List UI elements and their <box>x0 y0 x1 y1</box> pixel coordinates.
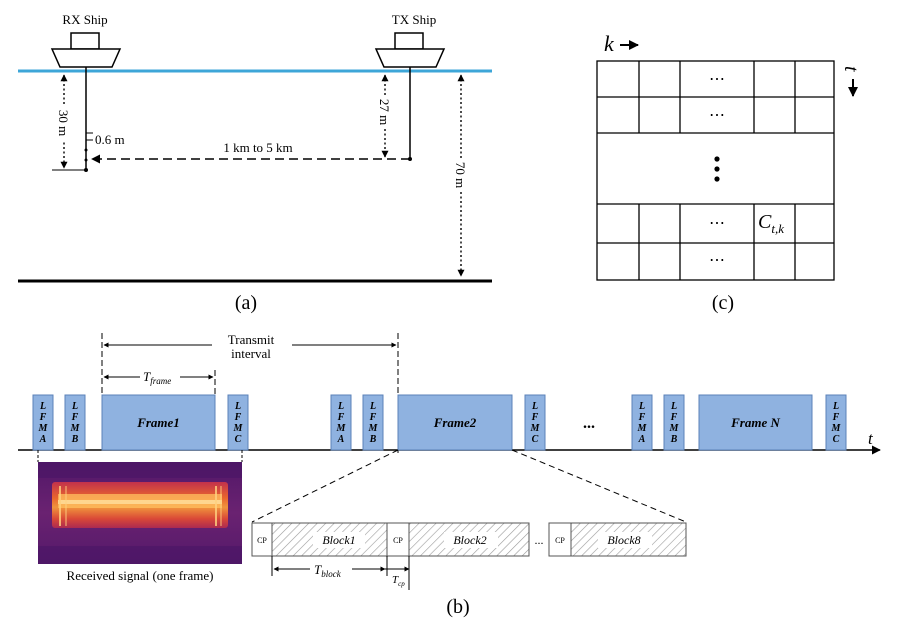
grid-dots-row2: ⋯ <box>709 107 725 124</box>
lfm-a-2-letter: A <box>337 434 345 445</box>
block1-label: Block1 <box>322 533 355 547</box>
grid-dots-row5: ⋯ <box>709 252 725 269</box>
lfm-a-1-letter: F <box>39 412 47 423</box>
grid-dots-row4: ⋯ <box>709 215 725 232</box>
rx-ship-icon <box>50 32 122 68</box>
rx-ship-label: RX Ship <box>62 12 107 27</box>
tx-depth-label: 27 m <box>377 99 392 125</box>
grid-matrix <box>596 60 835 281</box>
spectrogram-caption: Received signal (one frame) <box>67 568 214 583</box>
lfm-a-1-block <box>32 394 54 451</box>
frame-ellipsis: ... <box>583 415 595 432</box>
range-label: 1 km to 5 km <box>223 140 292 155</box>
lfm-c-2-letter: C <box>532 434 539 445</box>
cp-label-3: CP <box>555 536 565 545</box>
tx-ship-label: TX Ship <box>392 12 436 27</box>
frame-n-block-label: Frame N <box>730 415 780 430</box>
lfm-b-3-letter: L <box>670 401 677 412</box>
spacing-bracket <box>86 132 93 141</box>
lfm-c-1-letter: M <box>233 423 244 434</box>
lfm-a-2-letter: F <box>337 412 345 423</box>
block8-label: Block8 <box>607 533 640 547</box>
panel-c: k t ⋯ ⋯ ⋯ ⋯ <box>596 31 862 314</box>
lfm-b-3-letter: B <box>670 434 678 445</box>
panel-c-caption: (c) <box>712 292 734 314</box>
cp-label-2: CP <box>393 536 403 545</box>
lfm-b-3-letter: F <box>670 412 678 423</box>
lfm-a-1-letter: L <box>39 401 46 412</box>
panel-b-caption: (b) <box>446 596 469 618</box>
frame2-block-label: Frame2 <box>433 415 477 430</box>
panel-a: RX Ship 0.6 m 30 m 1 km to 5 km TX Ship … <box>18 12 492 314</box>
lfm-c-2-letter: L <box>531 401 538 412</box>
t-frame-label: Tframe <box>143 369 171 386</box>
lfm-a-2-block <box>330 394 352 451</box>
lfm-b-2-letter: F <box>369 412 377 423</box>
k-axis-label: k <box>604 31 615 56</box>
lfm-b-1-letter: L <box>71 401 78 412</box>
lfm-a-3-letter: M <box>637 423 648 434</box>
lfm-c-3-block <box>825 394 847 451</box>
tx-ship-icon <box>374 32 446 68</box>
lfm-c-2-block <box>524 394 546 451</box>
lfm-b-2-letter: B <box>369 434 377 445</box>
lfm-c-2-letter: M <box>530 423 541 434</box>
lfm-c-2-letter: F <box>531 412 539 423</box>
frame-n-block <box>698 394 813 451</box>
time-axis-label: t <box>868 429 874 448</box>
lfm-c-3-letter: F <box>832 412 840 423</box>
lfm-c-1-letter: L <box>234 401 241 412</box>
t-block-label: Tblock <box>314 562 342 579</box>
lfm-a-2-letter: M <box>336 423 347 434</box>
lfm-c-1-block <box>227 394 249 451</box>
t-axis-label-c: t <box>840 66 862 72</box>
panel-b: Transmit interval Tframe t LFMALFMBLFMCL… <box>18 332 881 618</box>
lfm-a-1-letter: A <box>39 434 47 445</box>
lfm-a-3-letter: F <box>638 412 646 423</box>
frame1-block-label: Frame1 <box>136 415 180 430</box>
lfm-b-2-letter: L <box>369 401 376 412</box>
lfm-a-1-letter: M <box>38 423 49 434</box>
lfm-b-1-letter: F <box>71 412 79 423</box>
spectrogram-image <box>38 462 242 564</box>
frame2-block <box>397 394 513 451</box>
cp-label-1: CP <box>257 536 267 545</box>
frame1-block <box>101 394 216 451</box>
lfm-c-3-letter: C <box>833 434 840 445</box>
lfm-b-2-block <box>362 394 384 451</box>
interval-label: interval <box>231 346 271 361</box>
lfm-b-3-letter: M <box>669 423 680 434</box>
lfm-b-2-letter: M <box>368 423 379 434</box>
lfm-b-1-letter: B <box>71 434 79 445</box>
grid-vdots <box>714 156 720 182</box>
rx-depth-label: 30 m <box>56 110 71 136</box>
water-depth-label: 70 m <box>453 162 468 188</box>
lfm-b-3-block <box>663 394 685 451</box>
signal-blocks: LFMALFMBLFMCLFMALFMBLFMCLFMALFMBLFMCFram… <box>32 394 847 451</box>
spacing-label: 0.6 m <box>95 132 125 147</box>
panel-a-caption: (a) <box>235 292 257 314</box>
lfm-a-3-block <box>631 394 653 451</box>
t-cp-label: Tcp <box>392 574 405 588</box>
lfm-a-2-letter: L <box>337 401 344 412</box>
transmit-label: Transmit <box>228 332 275 347</box>
grid-dots-row1: ⋯ <box>709 71 725 88</box>
block2-label: Block2 <box>453 533 486 547</box>
block-ellipsis: ... <box>535 533 544 547</box>
lfm-c-3-letter: M <box>831 423 842 434</box>
lfm-a-3-letter: A <box>638 434 646 445</box>
lfm-c-1-letter: C <box>235 434 242 445</box>
lfm-c-1-letter: F <box>234 412 242 423</box>
lfm-b-1-letter: M <box>70 423 81 434</box>
lfm-b-1-block <box>64 394 86 451</box>
lfm-a-3-letter: L <box>638 401 645 412</box>
lfm-c-3-letter: L <box>832 401 839 412</box>
cell-symbol: Ct,k <box>758 211 784 236</box>
